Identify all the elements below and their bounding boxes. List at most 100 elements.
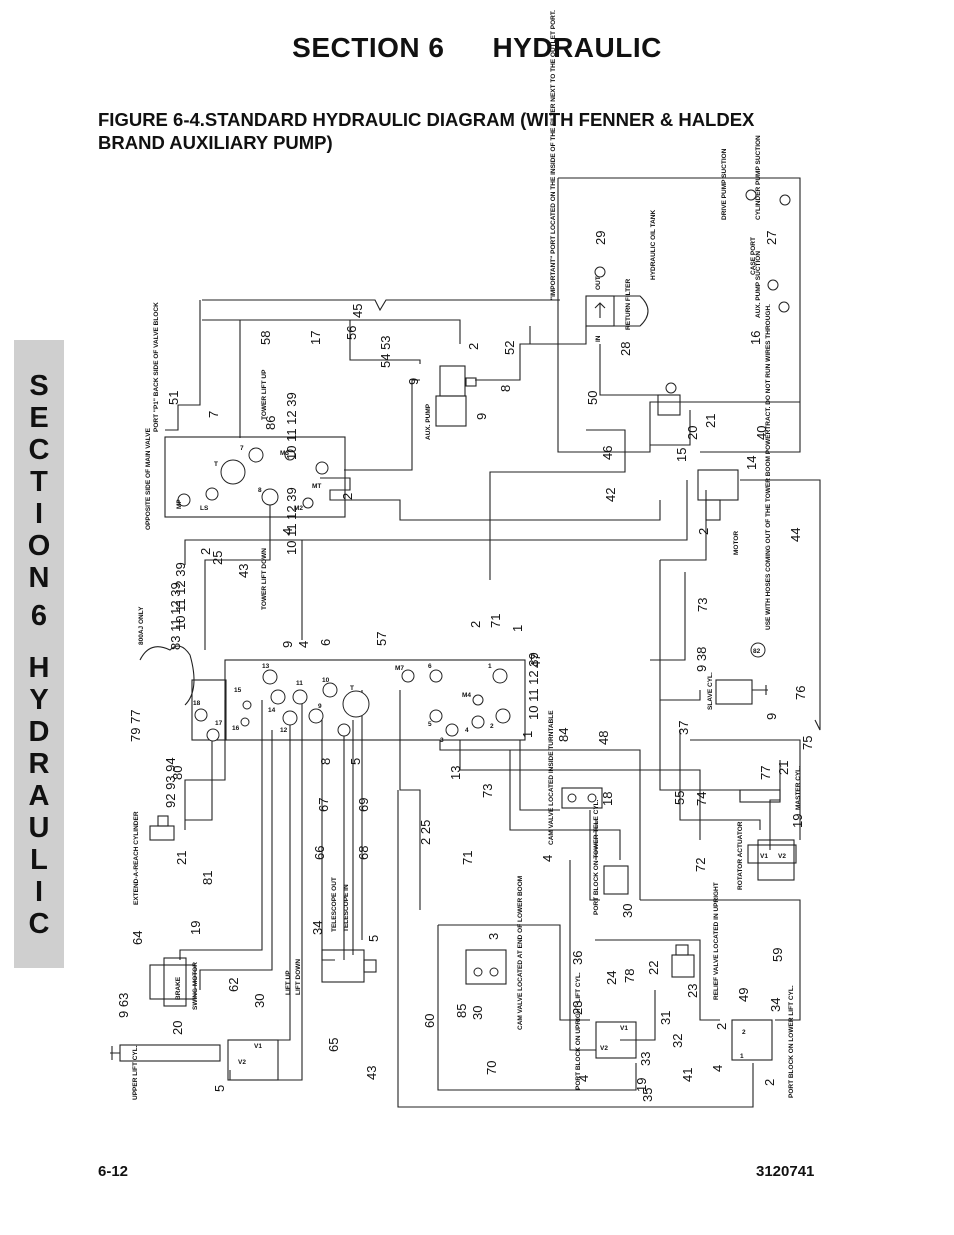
svg-text:2: 2 <box>742 1029 746 1036</box>
lift-down-label: LIFT DOWN <box>295 959 302 995</box>
port-lower-t <box>342 690 370 718</box>
port-ls <box>205 487 219 501</box>
callout: 79 77 <box>128 709 143 742</box>
svg-text:15: 15 <box>234 687 242 694</box>
svg-text:8: 8 <box>258 487 262 494</box>
side-tab-letter: 6 <box>30 600 48 632</box>
callout: 22 <box>646 961 661 975</box>
svg-text:MT: MT <box>312 483 321 490</box>
callout: 10 11 12 39 <box>526 652 541 720</box>
port-1 <box>492 668 508 684</box>
callout: 15 <box>674 448 689 462</box>
callout: 59 <box>770 948 785 962</box>
lift-up-label: LIFT UP <box>285 970 292 995</box>
callout: 19 <box>634 1078 649 1092</box>
callout: 10 11 12 39 <box>284 487 299 555</box>
port-4 <box>471 715 485 729</box>
callout: 65 <box>326 1038 341 1052</box>
callout: 62 <box>226 978 241 992</box>
callout: 9 63 <box>116 993 131 1018</box>
callout: 60 <box>422 1014 437 1028</box>
cam-valve-lower-boom-label: CAM VALVE LOCATED AT END OF LOWER BOOM <box>517 876 524 1030</box>
aux-pump: AUX. PUMP <box>425 365 477 440</box>
svg-text:13: 13 <box>262 663 270 670</box>
cylinder-pump-suction-port <box>779 194 791 206</box>
side-tab-letter: D <box>28 716 50 748</box>
callout: 1 <box>510 625 525 632</box>
callout: 21 <box>703 414 718 428</box>
callout: 71 <box>460 851 475 865</box>
callout: 9 <box>764 713 779 720</box>
port-17 <box>206 728 220 742</box>
motor-label: MOTOR <box>733 531 740 555</box>
svg-text:82: 82 <box>753 648 761 655</box>
port-m7 <box>401 669 415 683</box>
callout: 9 38 <box>694 647 709 672</box>
svg-text:V1: V1 <box>620 1025 628 1032</box>
callout: 2 25 <box>418 820 433 845</box>
svg-text:M2: M2 <box>294 505 303 512</box>
side-tab-letter: I <box>34 876 44 908</box>
svg-text:9: 9 <box>318 703 322 710</box>
svg-text:V2: V2 <box>778 853 786 860</box>
callout: 28 <box>618 342 633 356</box>
callout: 40 <box>754 426 769 440</box>
callout: 21 <box>776 761 791 775</box>
svg-text:16: 16 <box>232 725 240 732</box>
port-mt <box>315 461 329 475</box>
callout: 19 <box>790 814 805 828</box>
port-9 <box>308 708 324 724</box>
side-tab-letter: I <box>34 498 44 530</box>
svg-text:T: T <box>214 461 218 468</box>
rotator-actuator-label: ROTATOR ACTUATOR <box>737 821 744 890</box>
callout: 8 <box>498 385 513 392</box>
telescope-out-label: TELESCOPE OUT <box>331 877 338 932</box>
svg-text:V2: V2 <box>600 1045 608 1052</box>
callout: 83 11 12 39 <box>168 582 183 650</box>
port-lower-8 <box>337 723 351 737</box>
callout: 46 <box>600 446 615 460</box>
port-block-lower-label: PORT BLOCK ON LOWER LIFT CYL. <box>788 985 795 1098</box>
cam-valve-turntable: CAM VALVE LOCATED INSIDE TURNTABLE <box>548 710 603 845</box>
callout: 14 <box>744 456 759 470</box>
hydraulic-oil-tank: "IMPORTANT" PORT LOCATED ON THE INSIDE O… <box>550 10 801 453</box>
aux-pump-label: AUX. PUMP <box>425 403 432 440</box>
callout: 10 11 12 39 <box>173 562 188 630</box>
relief-valve-upright-label: RELIEF VALVE LOCATED IN UPRIGHT <box>713 882 720 1000</box>
aux-pump-head <box>435 395 467 427</box>
side-tab-letter: L <box>30 844 48 876</box>
return-filter-body <box>585 295 615 327</box>
callout: 2 <box>340 493 355 500</box>
callout: 33 <box>638 1052 653 1066</box>
port-block-upright: V2 V1 PORT BLOCK ON UPRIGHT LIFT CYL. <box>575 972 637 1090</box>
svg-text:4: 4 <box>465 727 469 734</box>
side-tab-letter: T <box>30 466 48 498</box>
callout: 43 <box>364 1066 379 1080</box>
upper-lift-cylinder: V2 V1 UPPER LIFT CYL. <box>110 1039 279 1100</box>
callout-numbers: 29 27 16 28 45 58 17 56 54 53 2 52 9 8 9… <box>116 231 815 1102</box>
port-14 <box>270 689 286 705</box>
callout: 43 <box>236 564 251 578</box>
port-mp <box>177 493 191 507</box>
side-tab-letter: S <box>29 370 49 402</box>
side-tab-letter: E <box>29 402 49 434</box>
callout: 30 <box>620 904 635 918</box>
svg-text:V1: V1 <box>254 1043 262 1050</box>
callout: 19 <box>188 921 203 935</box>
svg-text:5: 5 <box>428 721 432 728</box>
callout: 68 <box>356 846 371 860</box>
side-tab-letter: N <box>28 562 50 594</box>
callout: 49 <box>736 988 751 1002</box>
drive-pump-suction-port <box>745 189 757 201</box>
callout: 30 <box>470 1006 485 1020</box>
callout: 23 <box>685 984 700 998</box>
callout: 32 <box>670 1034 685 1048</box>
callout: 42 <box>603 488 618 502</box>
callout: 23 <box>570 1001 585 1015</box>
svg-text:V2: V2 <box>238 1059 246 1066</box>
port-2 <box>495 708 511 724</box>
callout: 56 <box>344 326 359 340</box>
svg-text:M4: M4 <box>462 692 471 699</box>
port-m3 <box>284 449 296 461</box>
